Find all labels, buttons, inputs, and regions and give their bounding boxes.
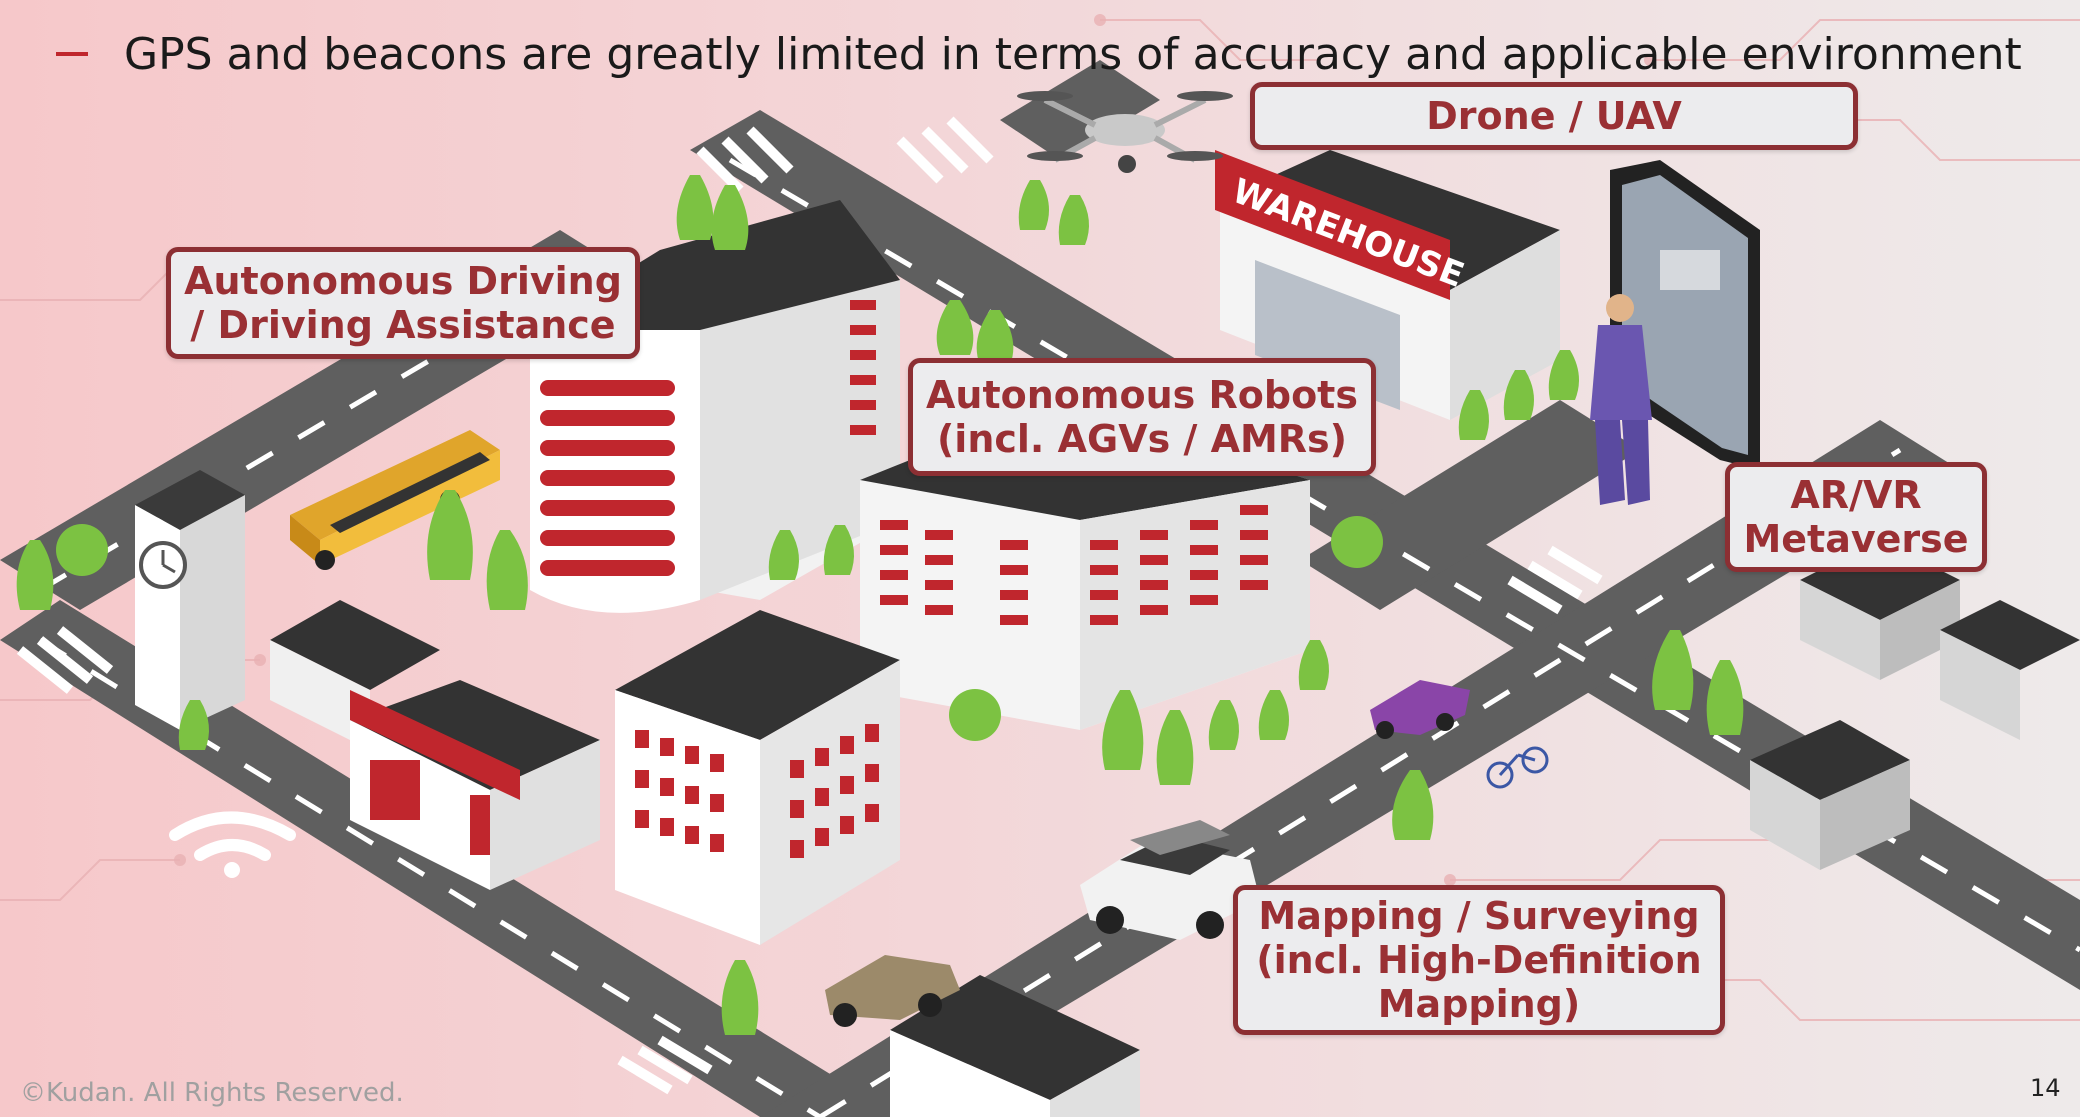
label-robots-line1: Autonomous Robots <box>926 373 1358 417</box>
footer-copyright: ©Kudan. All Rights Reserved. <box>20 1078 404 1108</box>
car-icon-suv <box>825 955 960 1027</box>
building-bottom <box>890 975 1140 1117</box>
label-robots-line2: (incl. AGVs / AMRs) <box>936 417 1348 461</box>
person-icon <box>1590 294 1652 505</box>
clock-icon <box>139 541 187 589</box>
car-icon <box>1080 820 1260 940</box>
label-autonomous-robots: Autonomous Robots (incl. AGVs / AMRs) <box>908 358 1376 476</box>
bullet-statement: GPS and beacons are greatly limited in t… <box>56 24 2022 84</box>
bus-icon <box>290 430 500 570</box>
tree-icon <box>16 175 1744 1035</box>
label-arvr-line1: AR/VR <box>1790 473 1922 517</box>
label-arvr-line2: Metaverse <box>1743 517 1969 561</box>
road-top <box>1000 60 1160 160</box>
shop-buildings <box>270 600 600 890</box>
label-mapping-line3: Mapping) <box>1377 982 1581 1026</box>
label-drone-text: Drone / UAV <box>1426 94 1682 138</box>
label-driving-line1: Autonomous Driving <box>184 259 622 303</box>
page-number: 14 <box>2030 1074 2061 1102</box>
car-icon-purple <box>1370 680 1470 739</box>
label-mapping-line1: Mapping / Surveying <box>1258 894 1700 938</box>
wifi-icon <box>169 811 296 878</box>
label-autonomous-driving: Autonomous Driving / Driving Assistance <box>166 247 640 359</box>
clock-tower <box>135 470 245 730</box>
label-mapping-line2: (incl. High-Definition <box>1256 938 1702 982</box>
office-block-middle <box>860 400 1310 730</box>
office-building-lower <box>615 610 900 945</box>
label-mapping-surveying: Mapping / Surveying (incl. High-Definiti… <box>1233 885 1725 1035</box>
crosswalks <box>16 116 1603 1095</box>
drone-icon <box>1017 91 1233 173</box>
road-crossing <box>1300 400 1640 610</box>
bullet-text: GPS and beacons are greatly limited in t… <box>124 28 2022 80</box>
road-lower-right <box>760 420 1960 1117</box>
warehouse-building: WAREHOUSE <box>1215 150 1560 420</box>
bicycle-icon <box>1486 746 1549 789</box>
label-ar-vr: AR/VR Metaverse <box>1725 462 1987 572</box>
bullet-dash-icon <box>56 52 88 56</box>
label-driving-line2: / Driving Assistance <box>190 303 616 347</box>
label-drone-uav: Drone / UAV <box>1250 82 1858 150</box>
